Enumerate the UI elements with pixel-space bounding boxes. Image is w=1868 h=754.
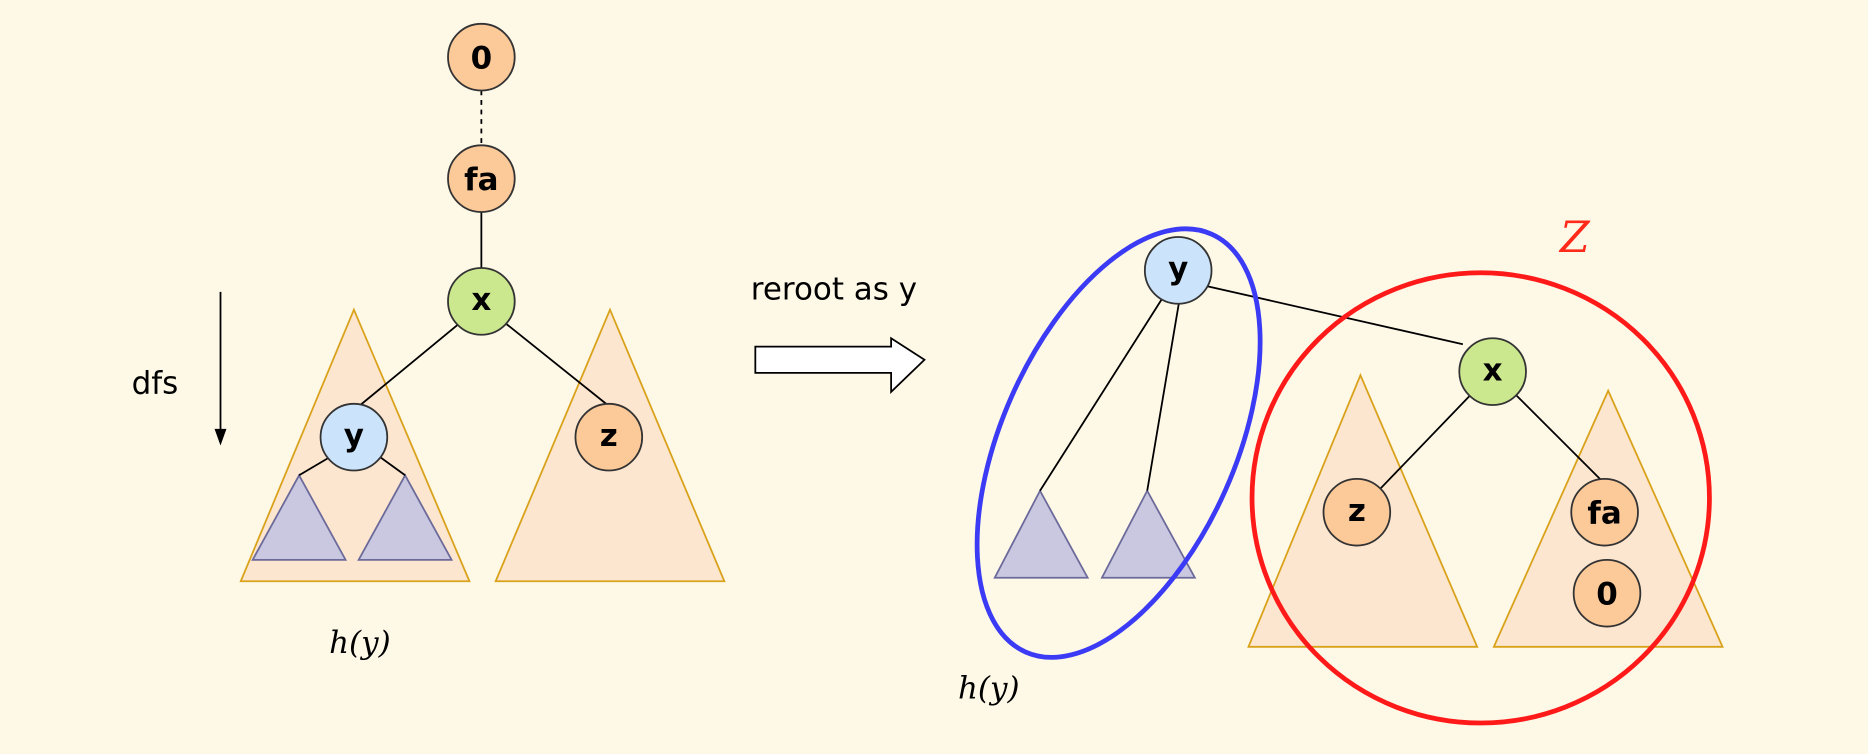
- small-subtree-2: [357, 473, 454, 561]
- edge-y-sub2: [378, 455, 406, 476]
- node-label: x: [1483, 352, 1503, 388]
- node-0-right: 0: [1572, 558, 1642, 628]
- edge-y-x-right: [1205, 285, 1464, 346]
- node-0: 0: [447, 22, 516, 92]
- node-label: fa: [464, 162, 498, 198]
- hollow-right-arrow-icon: [754, 336, 926, 394]
- node-y: y: [319, 402, 389, 472]
- node-label: x: [471, 282, 491, 318]
- Z-label: Z: [1558, 213, 1591, 263]
- small-subtree-1: [251, 473, 348, 561]
- node-z: z: [574, 402, 644, 472]
- edge-y-sub1-right: [1039, 297, 1164, 492]
- edge-y-sub2-right: [1146, 300, 1181, 491]
- red-circle-Z: [1249, 270, 1712, 726]
- node-y-right: y: [1143, 236, 1213, 305]
- node-label: y: [1168, 251, 1188, 287]
- blue-ellipse-h-y: [974, 226, 1263, 660]
- small-subtree-2-right: [1100, 488, 1197, 579]
- edge-x-fa-right: [1515, 394, 1602, 481]
- node-label: y: [344, 418, 364, 454]
- node-fa-right: fa: [1570, 477, 1639, 547]
- right-tree: y x z fa 0 Z h(y): [958, 213, 1724, 726]
- edge-y-sub1: [298, 455, 332, 477]
- edge-x-z-right: [1378, 394, 1471, 491]
- edge-x-y: [356, 323, 460, 409]
- small-subtree-1-right: [993, 488, 1090, 579]
- node-x-right: x: [1458, 337, 1527, 406]
- node-z-right: z: [1322, 477, 1392, 547]
- reroot-label: reroot as y: [751, 271, 917, 307]
- h-y-label-right: h(y): [958, 670, 1020, 706]
- edge-x-z: [505, 323, 609, 406]
- left-tree: 0 fa x y z dfs h(y): [132, 22, 726, 661]
- node-label: 0: [471, 40, 493, 76]
- node-label: z: [600, 418, 618, 454]
- node-label: fa: [1587, 495, 1621, 531]
- dfs-arrowhead-icon: [214, 428, 227, 446]
- node-label: 0: [1596, 576, 1618, 612]
- dfs-label: dfs: [132, 366, 179, 402]
- node-fa: fa: [447, 144, 516, 213]
- h-y-label-left: h(y): [329, 625, 391, 661]
- node-x: x: [447, 267, 516, 336]
- node-label: z: [1348, 493, 1366, 529]
